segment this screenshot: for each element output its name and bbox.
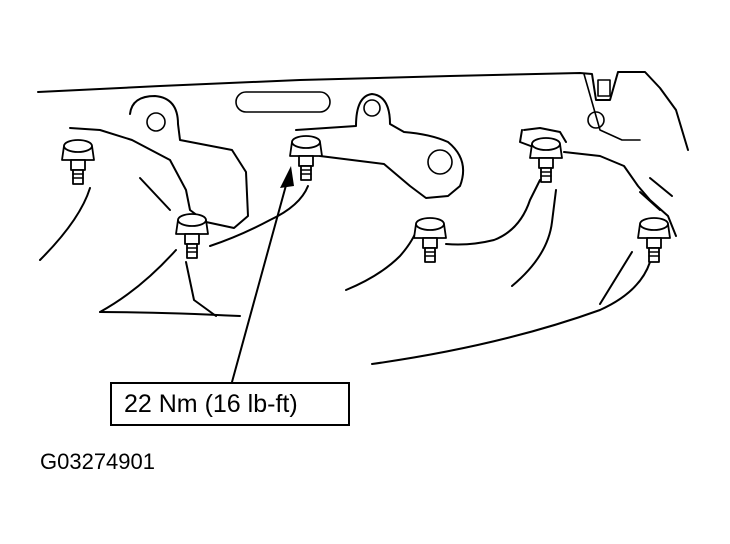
- head-edge-right: [583, 73, 641, 141]
- runner-tube-10: [371, 261, 651, 365]
- runner-tube-1: [39, 187, 91, 261]
- torque-callout-box: 22 Nm (16 lb-ft): [110, 382, 350, 426]
- oval-slot: [235, 91, 331, 113]
- runner-tube-11: [599, 251, 633, 305]
- runner-tube-4: [139, 177, 171, 211]
- boss-hole-4: [587, 111, 605, 129]
- flange-outline-center: [295, 93, 464, 199]
- runner-tube-2: [99, 249, 177, 313]
- torque-spec-label: 22 Nm (16 lb-ft): [124, 390, 298, 418]
- runner-tube-9: [511, 189, 557, 287]
- runner-tube-6: [185, 261, 217, 317]
- figure-id-label: G03274901: [40, 449, 155, 474]
- runner-tube-8: [445, 179, 541, 246]
- bolt-1: [61, 139, 95, 185]
- runner-tube-7: [345, 225, 419, 291]
- boss-hole-2: [363, 99, 381, 117]
- runner-tube-3: [99, 311, 241, 317]
- flange-outline-upper-right: [523, 127, 567, 143]
- torque-leader-line: [231, 177, 289, 383]
- cylinder-head-outline: [37, 71, 689, 151]
- square-boss: [597, 79, 611, 97]
- bolt-5: [529, 137, 563, 183]
- torque-arrowhead: [280, 166, 294, 188]
- flange-outline-right: [519, 129, 677, 237]
- runner-tube-12: [639, 177, 673, 211]
- boss-hole-1: [146, 112, 166, 132]
- bolt-6: [637, 217, 671, 263]
- bolt-4: [413, 217, 447, 263]
- runner-tube-5: [209, 185, 309, 247]
- bolt-2: [175, 213, 209, 259]
- flange-outline-left: [69, 95, 249, 229]
- bolt-3: [289, 135, 323, 181]
- boss-hole-3: [427, 149, 453, 175]
